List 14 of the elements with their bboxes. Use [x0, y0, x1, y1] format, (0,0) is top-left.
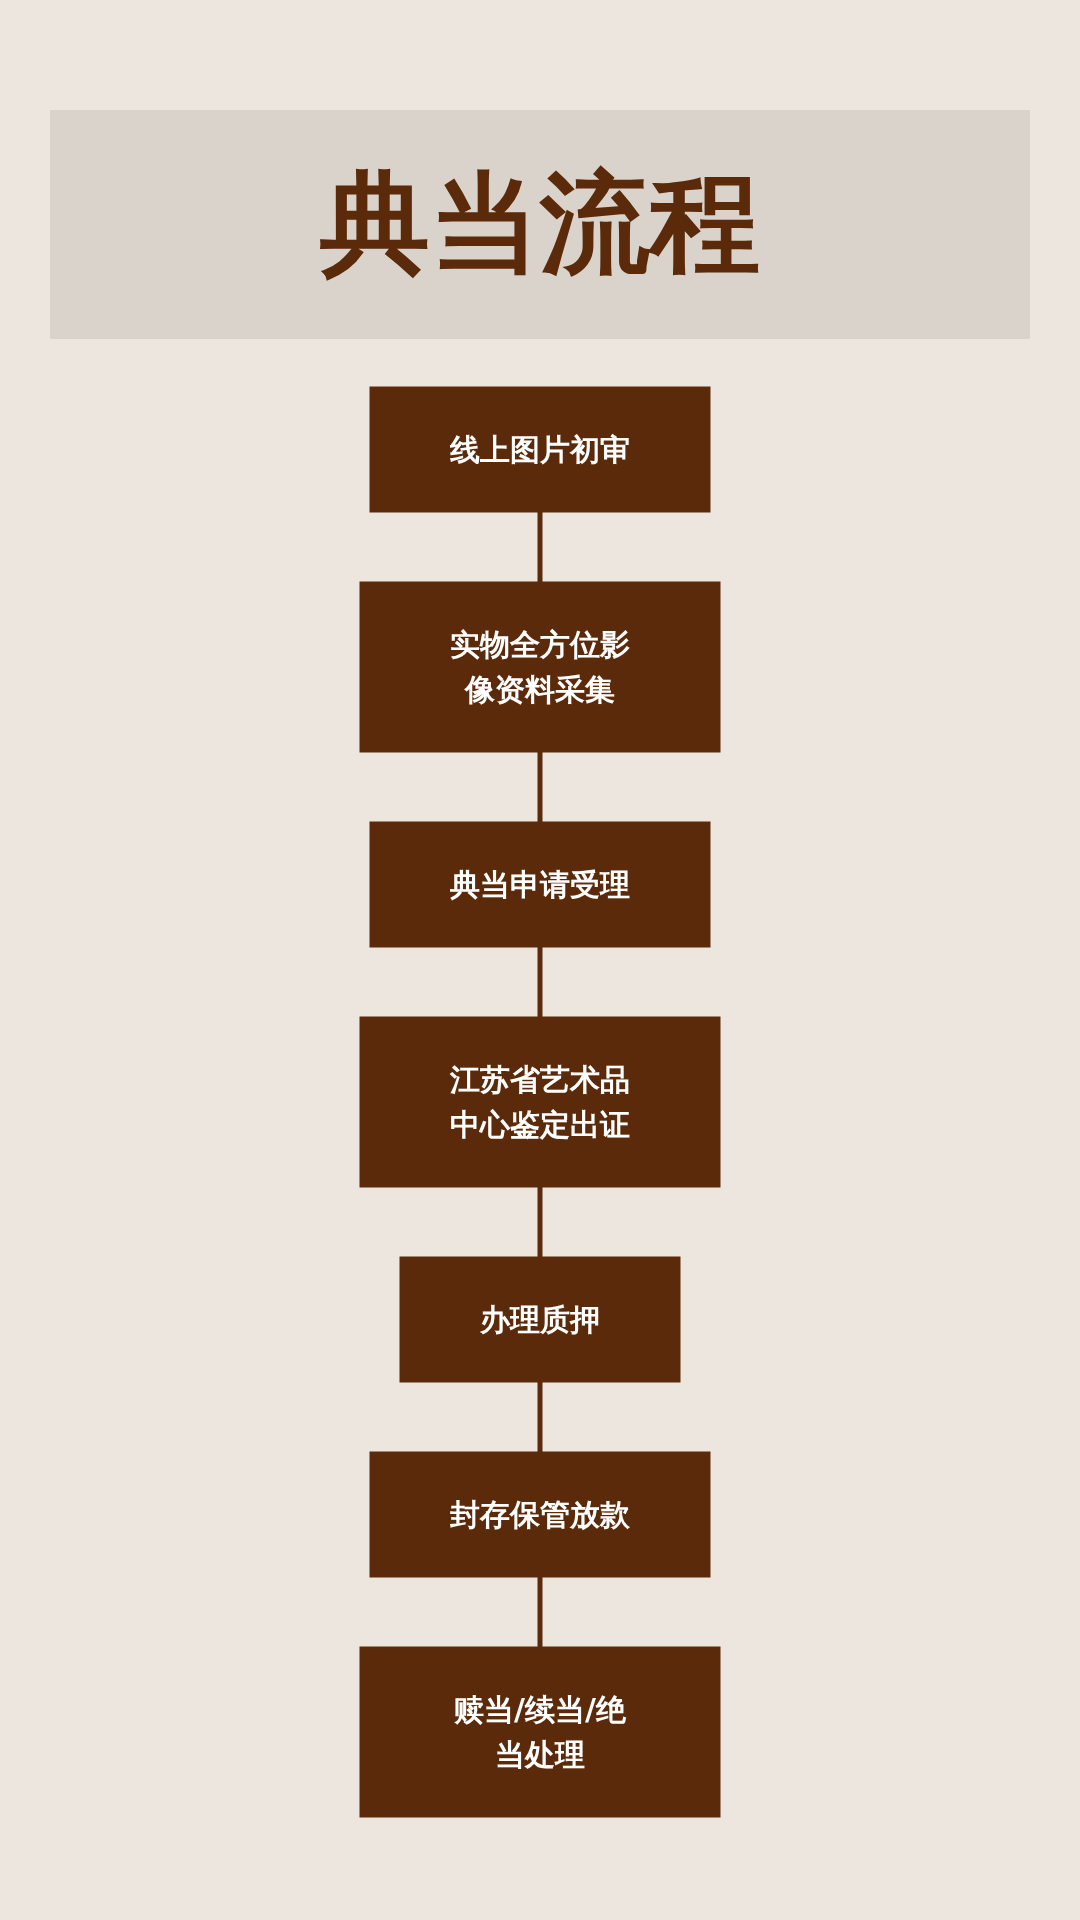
node-box: 线上图片初审 [369, 386, 711, 513]
node-box: 封存保管放款 [369, 1451, 711, 1578]
node-box: 实物全方位影像资料采集 [359, 581, 721, 753]
connector [537, 752, 543, 822]
connector [537, 1187, 543, 1257]
connector [537, 1382, 543, 1452]
node-box: 赎当/续当/绝当处理 [359, 1646, 721, 1818]
node-box: 典当申请受理 [369, 821, 711, 948]
connector [537, 512, 543, 582]
connector [537, 1577, 543, 1647]
title: 典当流程 [50, 110, 1030, 339]
connector [537, 947, 543, 1017]
node-box: 办理质押 [399, 1256, 681, 1383]
node-box: 江苏省艺术品中心鉴定出证 [359, 1016, 721, 1188]
